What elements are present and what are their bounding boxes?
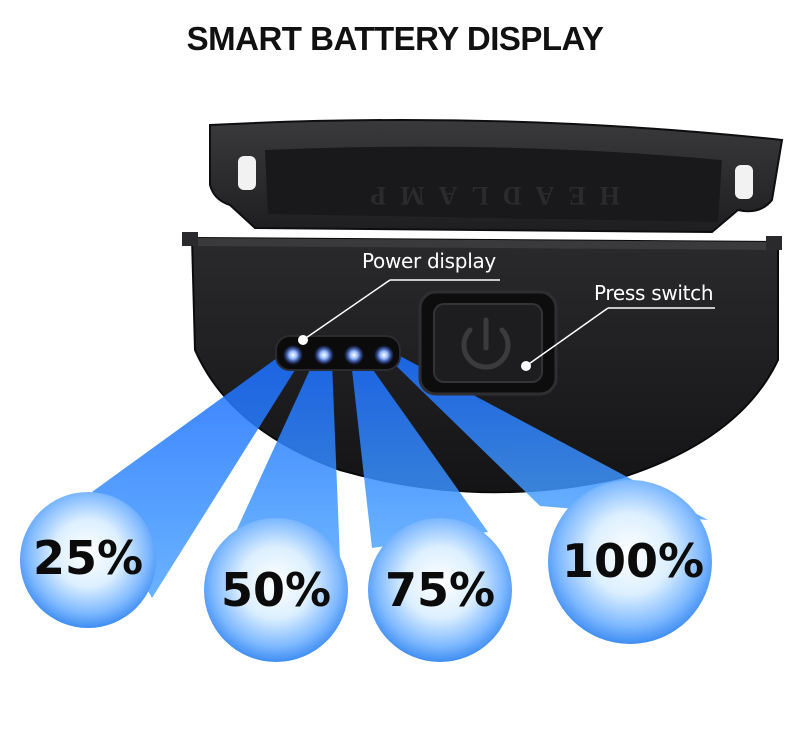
callout-lines <box>298 279 715 371</box>
power-icon <box>461 317 511 370</box>
press-switch[interactable] <box>418 290 558 396</box>
level-bubbles <box>20 480 712 662</box>
strap-label: HEADLAMP <box>356 181 620 210</box>
headband-clip <box>209 119 784 234</box>
level-100-label: 100% <box>561 534 705 588</box>
bubble-100 <box>548 480 712 644</box>
bubble-25 <box>20 492 156 628</box>
press-switch-label: Press switch <box>594 281 714 305</box>
level-25-label: 25% <box>32 531 144 585</box>
power-display-label: Power display <box>362 249 496 273</box>
led-3 <box>344 345 364 365</box>
bubble-75 <box>368 518 512 662</box>
led-2 <box>314 345 334 365</box>
led-1 <box>283 345 303 365</box>
bubble-50 <box>204 518 348 662</box>
power-display-leds <box>275 335 401 371</box>
level-50-label: 50% <box>220 563 332 617</box>
led-4 <box>374 345 394 365</box>
page-title: SMART BATTERY DISPLAY <box>186 20 604 57</box>
level-75-label: 75% <box>384 563 496 617</box>
